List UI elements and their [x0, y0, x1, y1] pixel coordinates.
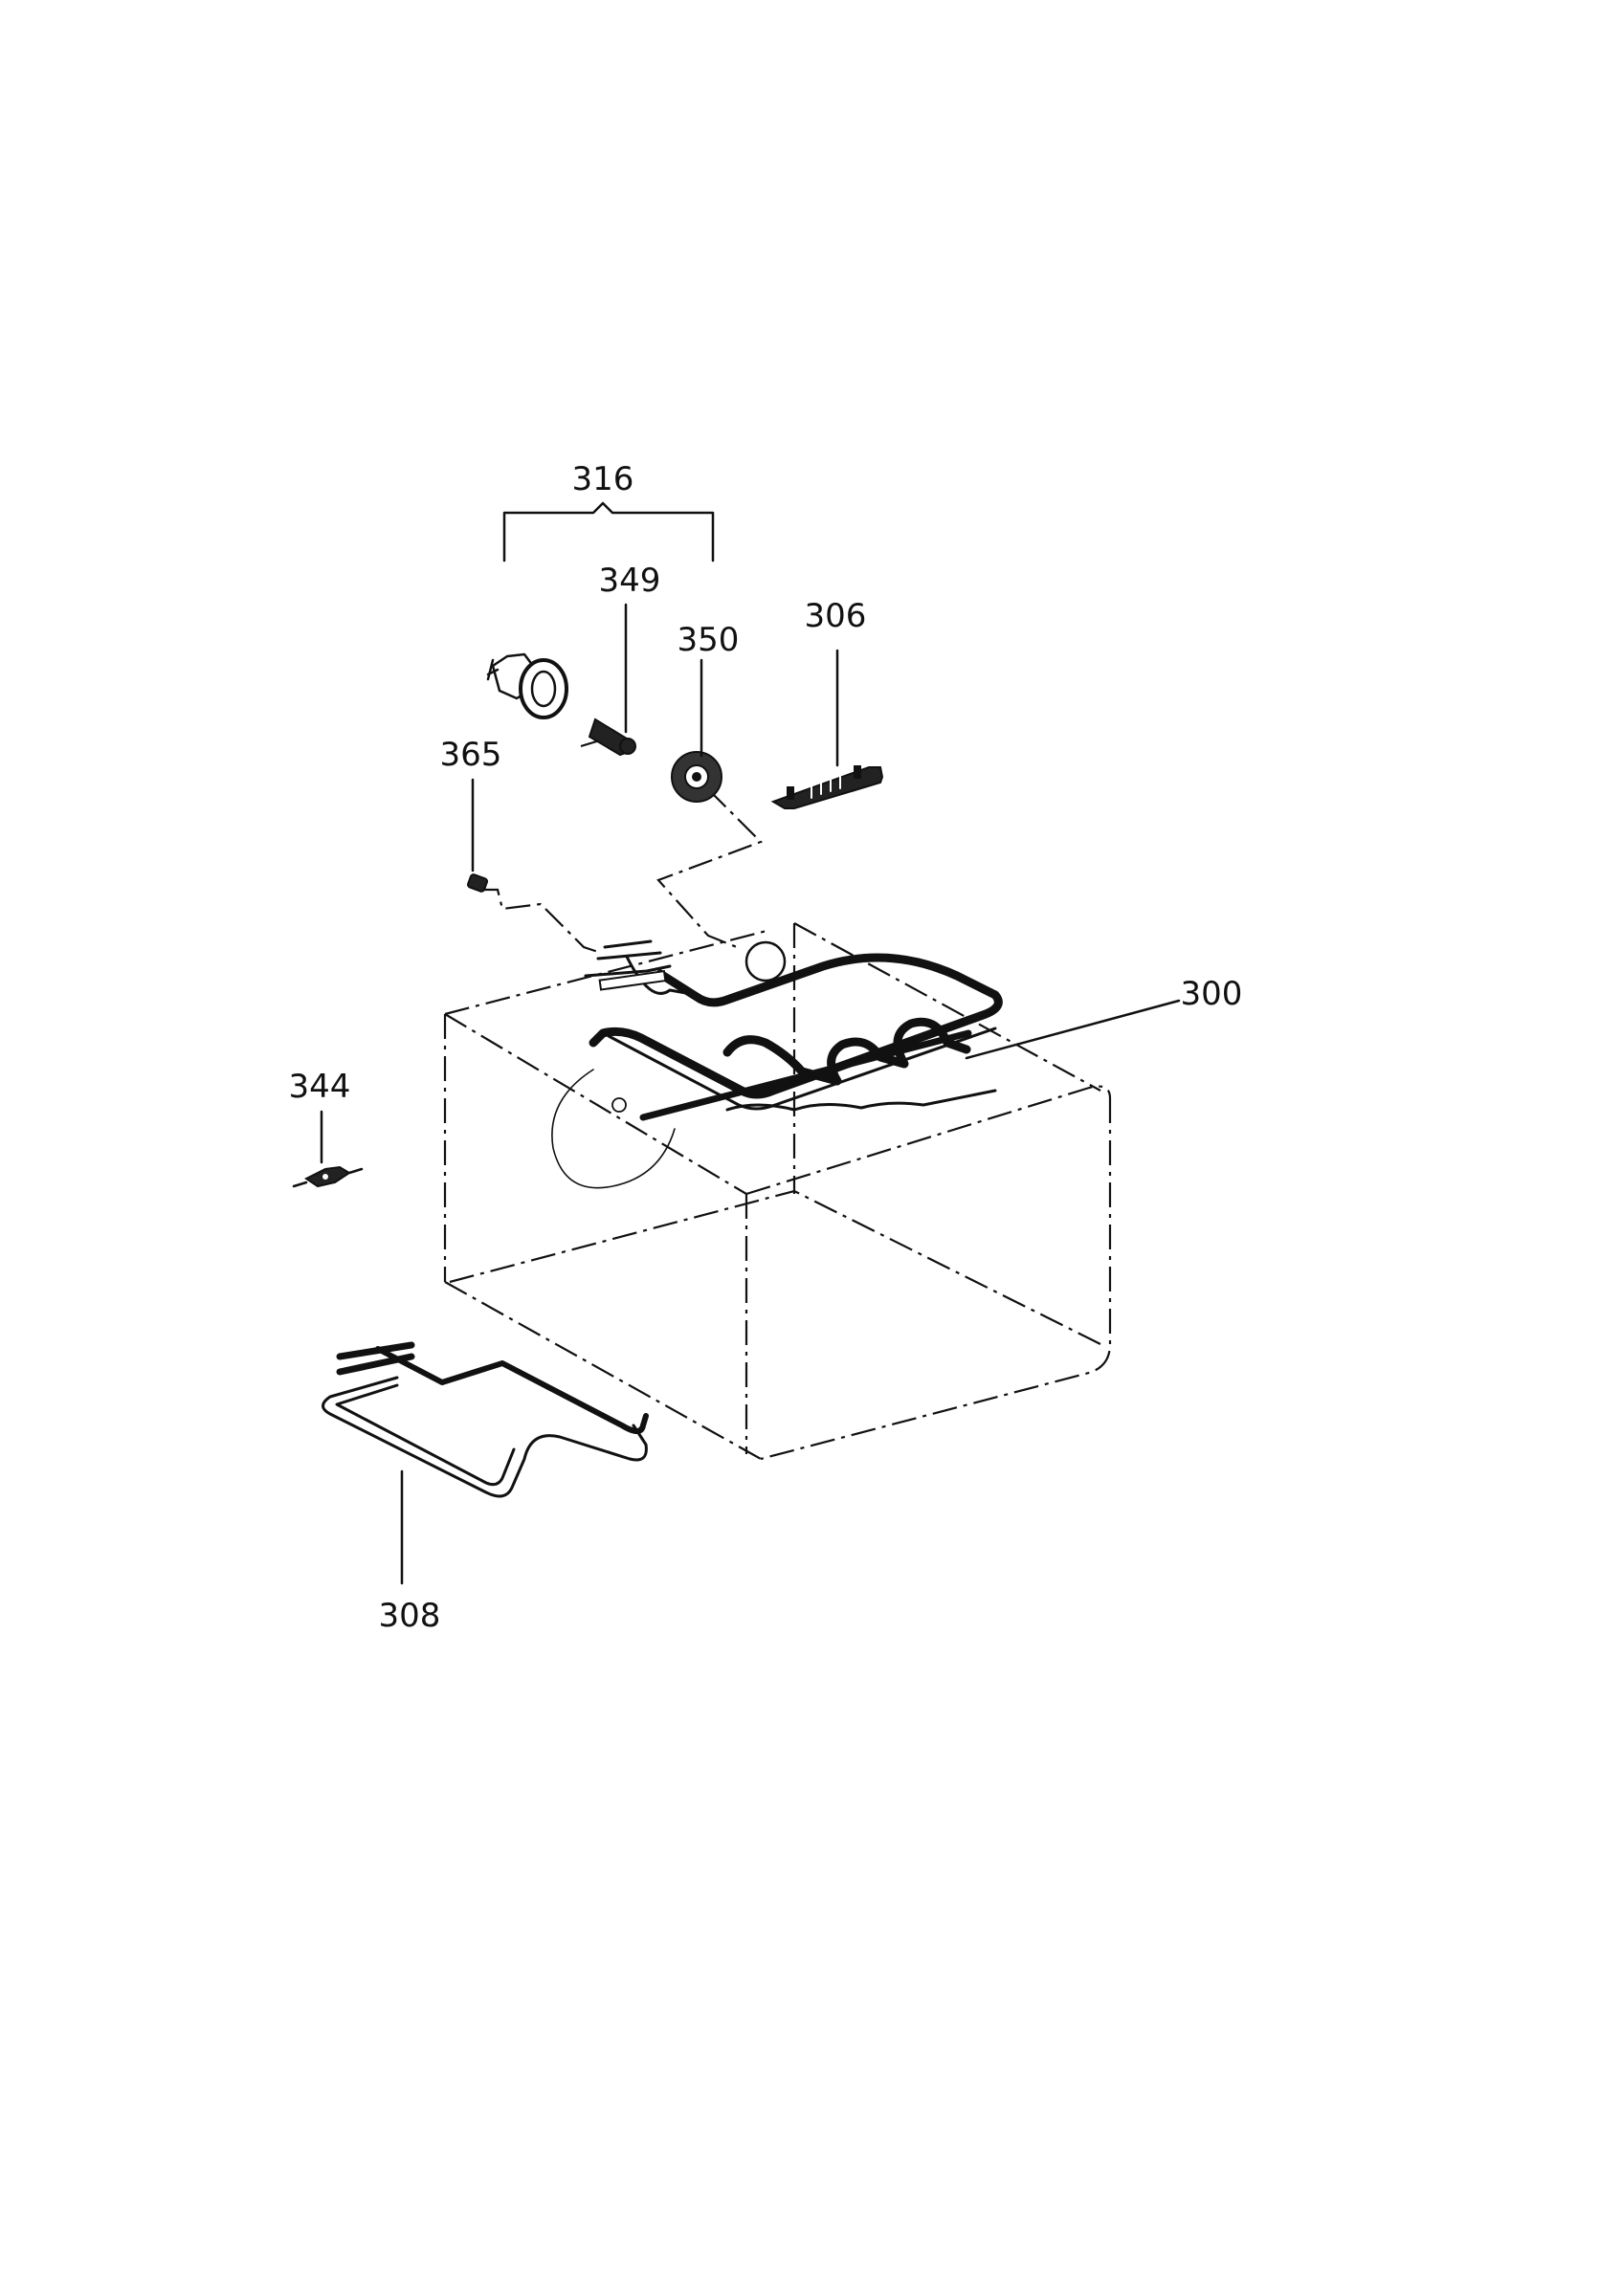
bracket-316 — [502, 501, 715, 563]
grill-element — [584, 939, 1003, 1121]
screw — [466, 873, 489, 893]
leader-lines — [320, 501, 1181, 1585]
label-306: 306 — [805, 597, 867, 635]
label-349: 349 — [599, 562, 661, 600]
lamp-cover — [671, 751, 722, 803]
lamp-holder — [486, 652, 568, 719]
label-365: 365 — [440, 736, 502, 774]
oven-cavity — [443, 922, 1112, 1461]
label-344: 344 — [289, 1068, 351, 1106]
leader-300 — [965, 999, 1181, 1060]
lamp-bulb — [588, 718, 636, 757]
label-308: 308 — [379, 1597, 441, 1635]
label-316: 316 — [572, 460, 634, 498]
label-350: 350 — [678, 621, 740, 659]
terminal-block — [770, 765, 884, 809]
bottom-element — [322, 1341, 649, 1498]
thermal-cutout — [292, 1165, 364, 1188]
label-300: 300 — [1181, 975, 1243, 1013]
part-labels: 316 349 350 306 365 300 344 308 — [289, 460, 1243, 1635]
